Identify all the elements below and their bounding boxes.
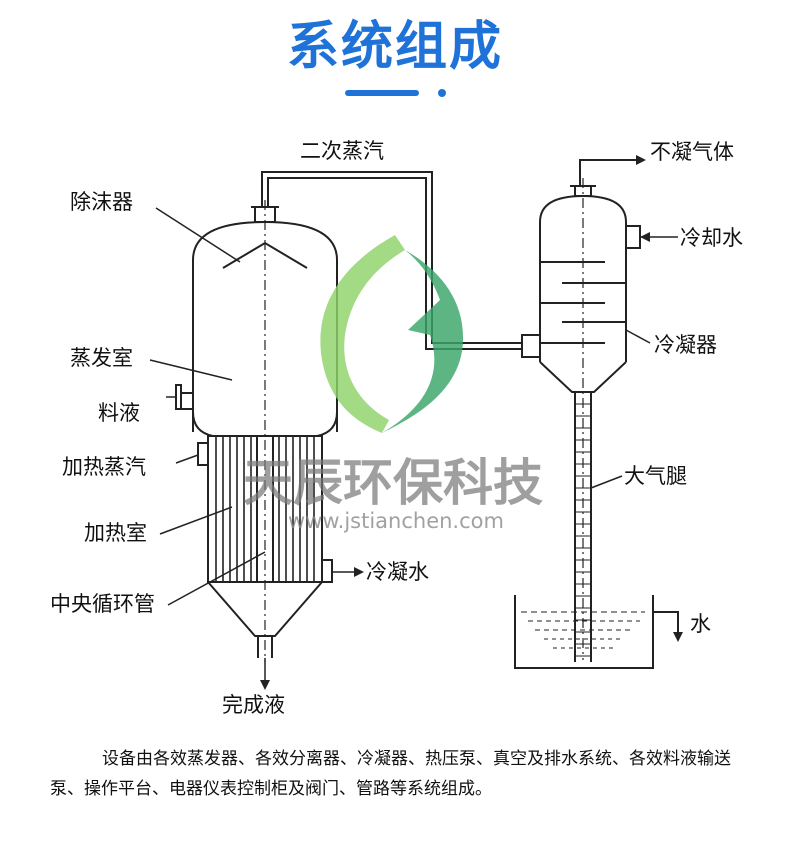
watermark-company: 天辰环保科技 <box>243 454 543 512</box>
page-title: 系统组成 <box>286 17 503 77</box>
label-finished-liquid: 完成液 <box>222 693 285 717</box>
heating-chamber-pointer <box>159 506 233 535</box>
label-feed-liquid: 料液 <box>98 401 140 425</box>
evaporator <box>175 206 338 658</box>
title-underline <box>345 90 419 96</box>
leg-hatching <box>575 403 591 657</box>
water-surface <box>521 611 645 649</box>
cooling-water-arrowhead <box>640 232 650 242</box>
label-demister: 除沫器 <box>70 190 133 214</box>
label-evaporation-chamber: 蒸发室 <box>70 346 133 370</box>
demister-pointer <box>155 207 241 263</box>
title-dot <box>438 89 446 97</box>
label-condenser: 冷凝器 <box>654 333 717 357</box>
label-heating-steam: 加热蒸汽 <box>62 455 146 479</box>
label-noncondensable-gas: 不凝气体 <box>650 140 734 164</box>
water-tank <box>514 595 654 669</box>
label-heating-chamber: 加热室 <box>84 521 147 545</box>
heating-tubes <box>215 436 315 582</box>
system-description: 设备由各效蒸发器、各效分离器、冷凝器、热压泵、真空及排水系统、各效料液输送泵、操… <box>50 749 731 799</box>
label-central-circulation-tube: 中央循环管 <box>50 592 155 616</box>
condenser-pointer <box>625 329 651 344</box>
label-secondary-steam: 二次蒸汽 <box>300 139 384 163</box>
central-tube-pointer <box>167 551 266 606</box>
label-cooling-water: 冷却水 <box>680 226 743 250</box>
water-outlet <box>653 611 679 636</box>
watermark-url: www.jstianchen.com <box>288 509 504 533</box>
watermark-logo <box>320 235 464 433</box>
label-water: 水 <box>690 612 711 636</box>
noncondensable-arrowhead <box>636 155 646 165</box>
label-barometric-leg: 大气腿 <box>624 464 687 488</box>
label-condensate-water: 冷凝水 <box>366 560 429 584</box>
system-diagram: 天辰环保科技 www.jstianchen.com 二次蒸汽 除沫器 蒸发室 料… <box>50 139 743 717</box>
condenser <box>521 159 641 393</box>
finished-liquid-arrowhead <box>260 680 270 690</box>
water-arrowhead <box>673 632 683 642</box>
barometric-leg-pointer <box>590 475 623 489</box>
arrow-heads <box>260 155 683 690</box>
evap-chamber-pointer <box>149 359 233 381</box>
barometric-leg <box>574 392 592 662</box>
condensate-arrowhead <box>354 567 364 577</box>
